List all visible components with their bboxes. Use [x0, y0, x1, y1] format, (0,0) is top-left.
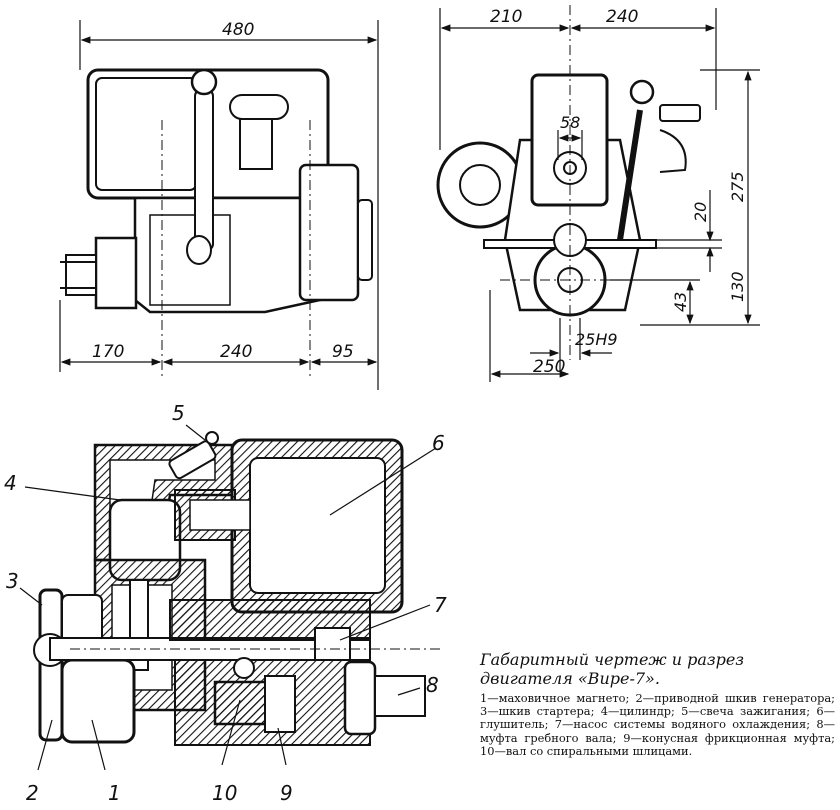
callout-10: 10	[212, 781, 237, 805]
callout-8: 8	[426, 673, 439, 697]
callout-3: 3	[6, 569, 19, 593]
section-view	[33, 431, 440, 746]
callout-2: 2	[26, 781, 39, 805]
caption-title: Габаритный чертеж и разрез двигателя «Ви…	[480, 650, 745, 688]
side-dimensions	[59, 20, 379, 390]
callout-7: 7	[434, 593, 447, 617]
dim-20: 20	[691, 202, 710, 222]
dim-95: 95	[332, 342, 354, 362]
dim-43: 43	[671, 292, 690, 312]
caption-legend: 1—маховичное магнето; 2—приводной шкив г…	[480, 691, 835, 758]
dim-240-top: 240	[606, 7, 638, 27]
figure-caption: Габаритный чертеж и разрез двигателя «Ви…	[480, 650, 835, 758]
callout-6: 6	[432, 431, 445, 455]
dim-170: 170	[92, 342, 124, 362]
dim-210: 210	[490, 7, 522, 27]
callout-4: 4	[4, 471, 17, 495]
dim-25h9: 25Н9	[575, 330, 618, 349]
dim-240-bottom: 240	[220, 342, 252, 362]
front-dimensions	[439, 8, 760, 382]
callout-9: 9	[280, 781, 293, 805]
callout-1: 1	[108, 781, 121, 805]
front-view	[436, 5, 701, 360]
dim-250: 250	[533, 357, 565, 377]
callout-5: 5	[172, 401, 185, 425]
side-view	[60, 68, 373, 380]
callout-leaders	[19, 424, 437, 771]
dim-275: 275	[728, 171, 747, 202]
dim-58: 58	[560, 113, 580, 132]
dim-130: 130	[728, 271, 747, 302]
dim-480: 480	[222, 20, 254, 40]
